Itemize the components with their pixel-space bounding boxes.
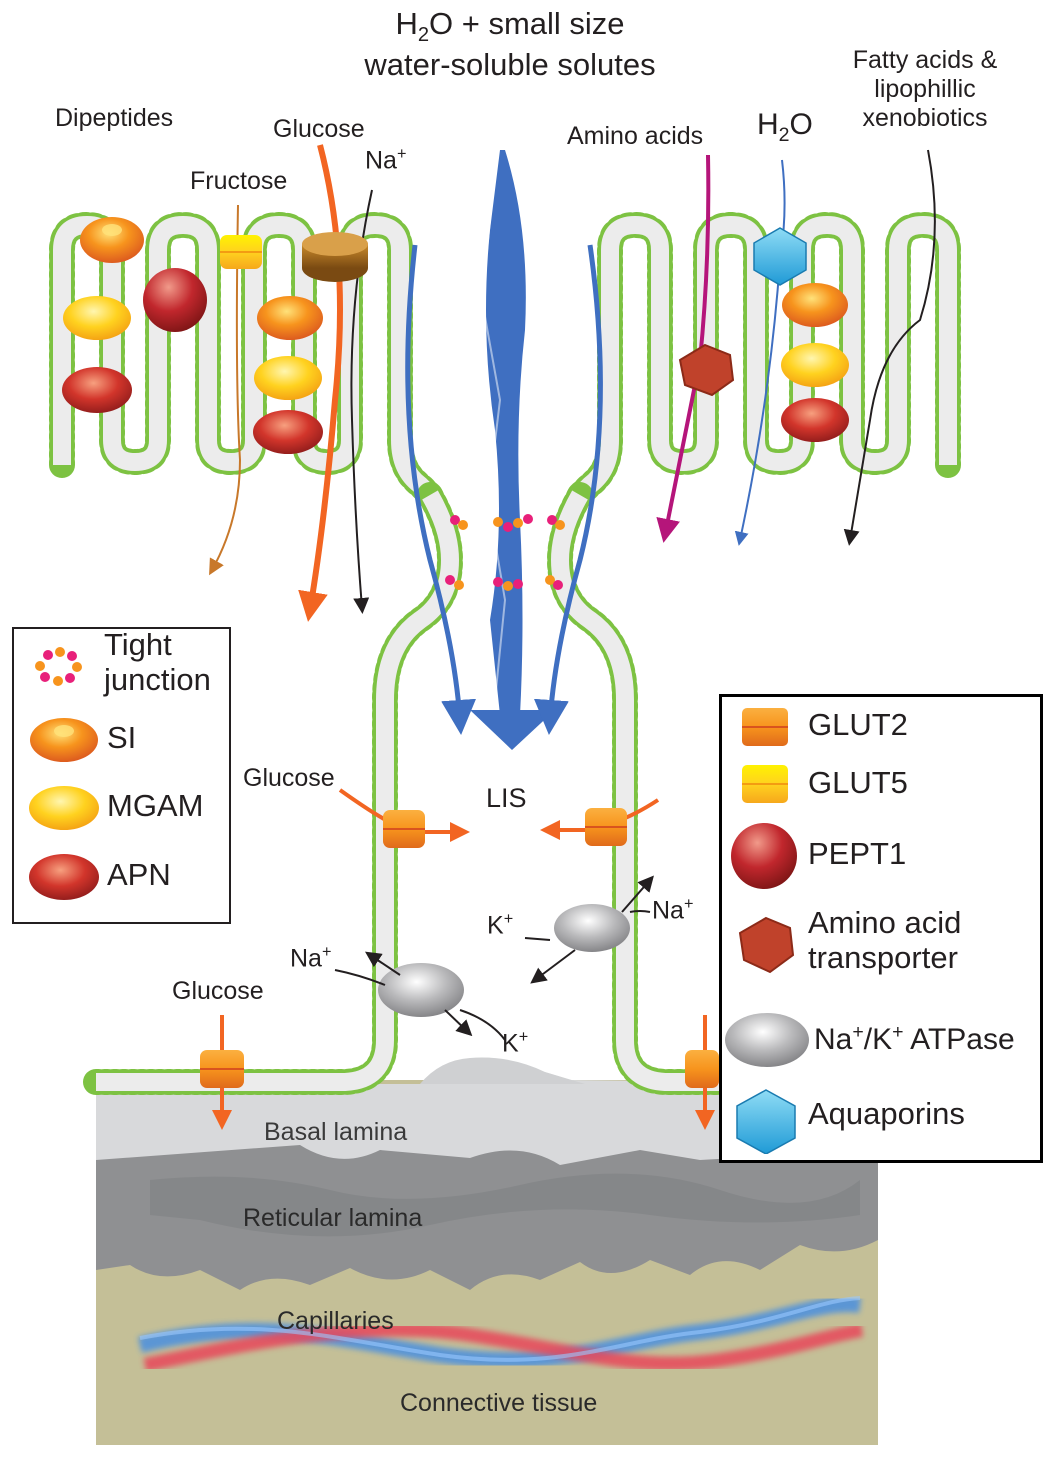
fructose-arrow — [209, 204, 242, 576]
label-fructose: Fructose — [190, 167, 288, 195]
title-line-2: water-soluble solutes — [364, 47, 656, 83]
apn-enzyme-2 — [253, 410, 323, 454]
legend-apn-label: APN — [107, 857, 171, 892]
apn-enzyme — [62, 367, 132, 413]
glut2-basal-right — [685, 1015, 719, 1130]
paracellular-water-stream — [405, 150, 603, 750]
glut5-icon — [742, 765, 788, 803]
glut2-lateral-left — [383, 810, 425, 848]
label-glucose-apical: Glucose — [273, 115, 365, 143]
title-water-solutes: H2O + small size water-soluble solutes — [320, 6, 700, 83]
legend-si-label: SI — [107, 720, 137, 755]
label-sodium-left: Na+ — [290, 943, 332, 973]
legend-pept1-label: PEPT1 — [808, 836, 907, 871]
glut2-lateral-right — [585, 808, 627, 846]
si-enzyme-3 — [782, 283, 848, 327]
sglt1-transporter — [302, 232, 368, 282]
water-aquaporin-arrow — [734, 159, 786, 546]
legend-na-k-atpase-label: Na+/K+ ATPase — [814, 1021, 1015, 1056]
mgam-enzyme-2 — [254, 356, 322, 400]
si-icon — [30, 718, 98, 762]
apn-enzyme-3 — [781, 398, 849, 442]
label-sodium-right: Na+ — [652, 895, 694, 925]
apical-microvilli-membrane — [49, 211, 961, 1095]
apn-icon — [29, 854, 99, 900]
na-k-atpase-right — [524, 875, 654, 984]
aquaporin-icon — [736, 1089, 796, 1154]
pept1-transporter — [143, 268, 207, 332]
label-basal-lamina: Basal lamina — [264, 1118, 408, 1146]
label-capillaries: Capillaries — [277, 1307, 394, 1335]
legend-left-icons — [29, 647, 99, 900]
mgam-icon — [29, 786, 99, 830]
glut2-icon — [742, 708, 788, 746]
label-potassium-left: K+ — [502, 1028, 529, 1058]
label-amino-acids: Amino acids — [567, 122, 704, 150]
reticular-lamina-layer — [96, 1145, 878, 1290]
aquaporin — [753, 227, 807, 286]
legend-glut5-label: GLUT5 — [808, 765, 908, 800]
mgam-enzyme-3 — [781, 343, 849, 387]
amino-acid-transporter-icon — [738, 916, 795, 974]
label-glucose-lateral: Glucose — [243, 764, 335, 792]
label-dipeptides: Dipeptides — [55, 104, 174, 132]
legend-aquaporins-label: Aquaporins — [808, 1096, 965, 1131]
si-enzyme — [80, 217, 144, 263]
label-h2o: H2O — [757, 108, 813, 146]
tight-junction-icon — [35, 647, 82, 686]
title-line-1: H2O + small size — [395, 6, 625, 47]
amino-acid-transporter — [678, 343, 735, 397]
glucose-apical-arrow — [298, 144, 343, 622]
legend-right-icons — [725, 708, 809, 1154]
legend-glut2-label: GLUT2 — [808, 707, 908, 742]
label-potassium-right: K+ — [487, 910, 514, 940]
label-sodium-apical: Na+ — [365, 145, 407, 175]
legend-mgam-label: MGAM — [107, 788, 204, 823]
si-enzyme-2 — [257, 296, 323, 340]
fatty-acid-arrow — [843, 149, 936, 546]
mgam-enzyme — [63, 296, 131, 340]
label-connective-tissue: Connective tissue — [400, 1389, 598, 1417]
label-reticular-lamina: Reticular lamina — [243, 1204, 423, 1232]
capillaries — [138, 1296, 864, 1372]
na-k-atpase-left — [334, 951, 506, 1041]
na-k-atpase-icon — [725, 1013, 809, 1067]
label-fatty-acids: Fatty acids & lipophillic xenobiotics — [852, 46, 998, 132]
label-glucose-basal: Glucose — [172, 977, 264, 1005]
pept1-icon — [731, 823, 797, 889]
glut2-basal-left — [200, 1015, 244, 1130]
glut5-apical-transporter — [220, 235, 262, 269]
label-lis: LIS — [486, 783, 527, 813]
tight-junctions — [445, 514, 565, 591]
